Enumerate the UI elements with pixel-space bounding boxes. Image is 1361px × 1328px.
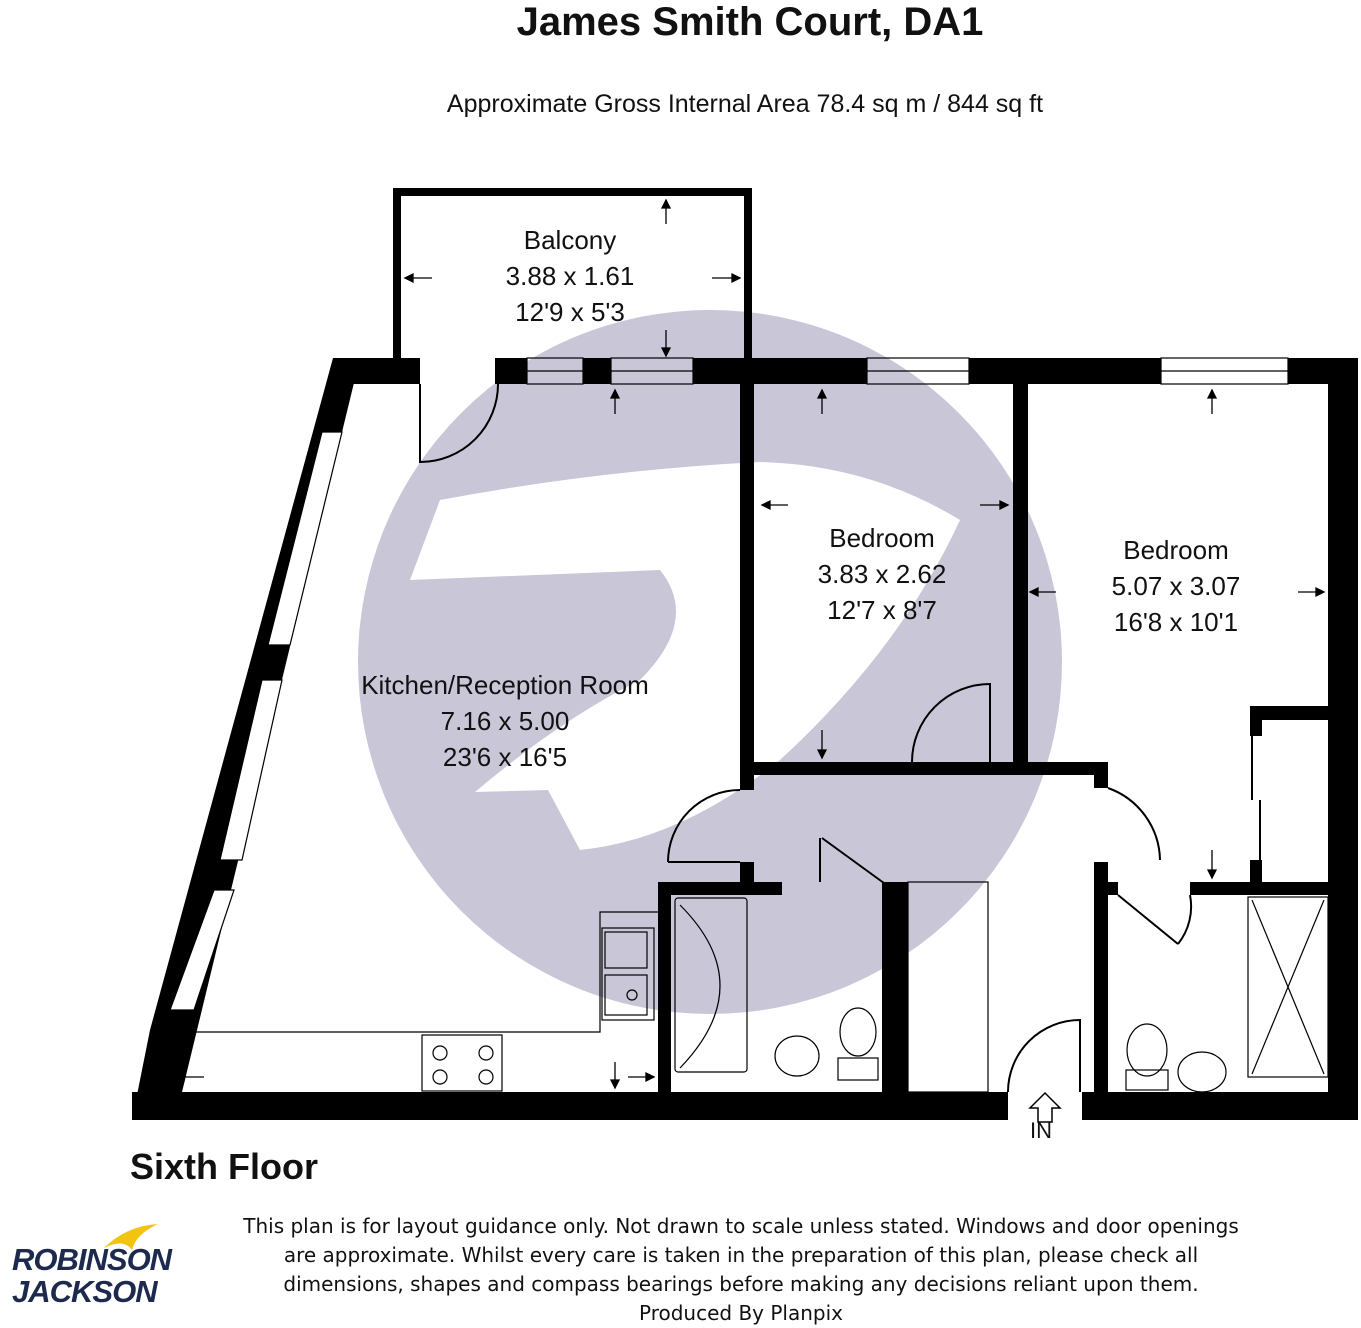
plan-title: James Smith Court, DA1 [516, 0, 984, 44]
windows [526, 357, 1289, 385]
room-name: Bedroom [1123, 535, 1229, 565]
logo-text-line-2: JACKSON [12, 1274, 158, 1309]
gross-area-subtitle: Approximate Gross Internal Area 78.4 sq … [446, 90, 1044, 118]
room-metric: 3.83 x 2.62 [817, 559, 947, 589]
entrance-label: IN [1030, 1118, 1052, 1143]
room-name: Kitchen/Reception Room [361, 670, 649, 700]
left-windows [169, 431, 343, 1011]
room-metric: 7.16 x 5.00 [440, 706, 570, 736]
room-balcony-label: Balcony 3.88 x 1.61 12'9 x 5'3 [470, 222, 670, 330]
watermark-logo [358, 310, 1062, 1014]
room-name: Balcony [523, 225, 617, 255]
room-kitchen-label: Kitchen/Reception Room 7.16 x 5.00 23'6 … [320, 667, 690, 775]
room-imperial: 16'8 x 10'1 [1113, 607, 1239, 637]
room-imperial: 23'6 x 16'5 [442, 742, 568, 772]
swift-bird-icon [104, 1224, 158, 1250]
disclaimer-line: This plan is for layout guidance only. N… [243, 1214, 1239, 1238]
logo-text-line-1: ROBINSON [12, 1242, 172, 1277]
room-bedroom-2-label: Bedroom 5.07 x 3.07 16'8 x 10'1 [1076, 532, 1276, 640]
room-metric: 3.88 x 1.61 [505, 261, 635, 291]
doors [419, 383, 1261, 1093]
room-bedroom-1-label: Bedroom 3.83 x 2.62 12'7 x 8'7 [782, 520, 982, 628]
disclaimer-line: dimensions, shapes and compass bearings … [283, 1272, 1199, 1296]
disclaimer-line: are approximate. Whilst every care is ta… [283, 1243, 1199, 1267]
disclaimer-line: Produced By Planpix [638, 1301, 843, 1325]
room-imperial: 12'9 x 5'3 [515, 297, 625, 327]
room-name: Bedroom [829, 523, 935, 553]
robinson-jackson-logo: ROBINSON JACKSON [8, 1220, 172, 1320]
entrance-arrow-icon [1028, 1091, 1062, 1123]
balcony [393, 188, 752, 358]
room-imperial: 12'7 x 8'7 [827, 595, 937, 625]
floor-label: Sixth Floor [130, 1146, 318, 1187]
dimension-arrows [174, 198, 1326, 1090]
bathroom-fixtures [674, 896, 1329, 1093]
cupboard [907, 881, 989, 1093]
internal-walls [658, 384, 1358, 1092]
disclaimer: This plan is for layout guidance only. N… [200, 1212, 1282, 1328]
kitchen-units [182, 911, 658, 1092]
room-metric: 5.07 x 3.07 [1111, 571, 1241, 601]
